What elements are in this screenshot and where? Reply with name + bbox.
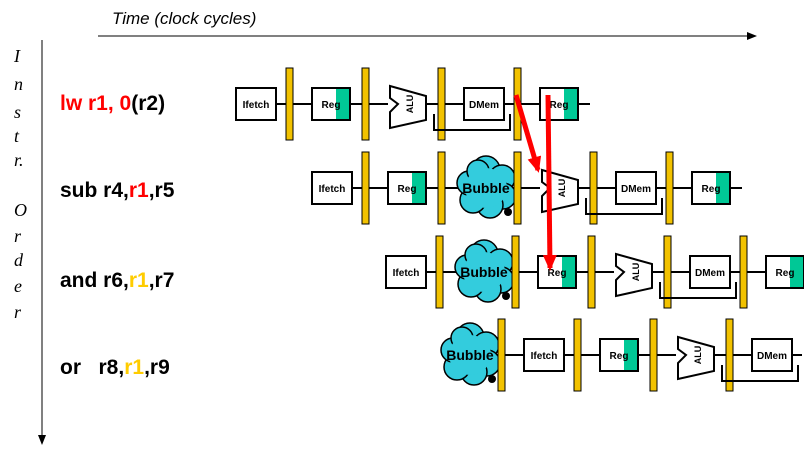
- ifetch-box: [523, 338, 565, 372]
- bubble-dot: [488, 375, 496, 383]
- register-write-half: [564, 88, 578, 120]
- register-write-half: [790, 256, 804, 288]
- instruction-or: or r8,r1,r9: [60, 356, 170, 379]
- alu-shape: [389, 84, 427, 130]
- instruction-part: ,r7: [149, 269, 175, 292]
- order-letter: O: [14, 200, 27, 220]
- ifetch-label: Ifetch: [319, 184, 346, 195]
- instruction-sub: sub r4,r1,r5: [60, 179, 175, 202]
- alu-label: ALU: [631, 263, 641, 282]
- pipeline-register: [361, 67, 370, 141]
- dmem-box: [751, 338, 793, 372]
- ifetch-label: Ifetch: [531, 351, 558, 362]
- bypass-wire: [721, 365, 799, 382]
- bypass-wire: [659, 282, 737, 299]
- pipeline-register: [437, 151, 446, 225]
- dmem-label: DMem: [469, 100, 499, 111]
- pipeline-register: [739, 235, 748, 309]
- instruction-part: ,r5: [149, 179, 175, 202]
- pipeline-register: [513, 151, 522, 225]
- pipeline-register: [587, 235, 596, 309]
- pipeline-register: [665, 151, 674, 225]
- alu-shape: [615, 252, 653, 298]
- forward-arrow-to-sub: [513, 94, 542, 173]
- pipeline-row-3: Ifetch Bubble Reg ALU DMem Reg: [385, 235, 804, 309]
- order-letter: r: [14, 302, 22, 322]
- instruction-part: ,r9: [144, 356, 170, 379]
- reg-label: Reg: [550, 100, 569, 111]
- pipeline-row-1: Ifetch Reg ALU DMem Reg: [235, 67, 590, 141]
- pipeline-register: [361, 151, 370, 225]
- order-letter: r.: [14, 150, 24, 170]
- instruction-part: 0: [120, 92, 132, 115]
- register-write-half: [412, 172, 426, 204]
- instruction-part: r1: [129, 269, 149, 292]
- reg-label: Reg: [776, 268, 795, 279]
- alu-shape: [677, 335, 715, 381]
- pipeline-register: [435, 235, 444, 309]
- order-letter: r: [14, 226, 22, 246]
- order-letter: s: [14, 102, 21, 122]
- bubble-fill: [465, 168, 507, 208]
- bubble-fill: [449, 335, 491, 375]
- forward-arrow-to-and: [542, 94, 557, 271]
- dmem-box: [689, 255, 731, 289]
- register-write-half: [624, 339, 638, 371]
- register-write-half: [562, 256, 576, 288]
- instruction-part: (r2): [131, 92, 165, 115]
- alu-label: ALU: [405, 95, 415, 114]
- pipeline-register: [285, 67, 294, 141]
- reg-label: Reg: [548, 268, 567, 279]
- forwarding-arrows: [513, 94, 557, 271]
- order-letter: d: [14, 250, 24, 270]
- bubble-dot: [502, 292, 510, 300]
- order-letter: I: [13, 46, 21, 66]
- instruction-part: and r6,: [60, 269, 129, 292]
- reg-label: Reg: [610, 351, 629, 362]
- alu-label: ALU: [693, 346, 703, 365]
- instruction-lw: lw r1, 0(r2): [60, 92, 165, 115]
- order-letter: t: [14, 126, 20, 146]
- order-letter: n: [14, 74, 23, 94]
- bubble-label: Bubble: [462, 180, 510, 196]
- pipeline-register: [649, 318, 658, 392]
- register-write-half: [336, 88, 350, 120]
- dmem-label: DMem: [695, 268, 725, 279]
- dmem-label: DMem: [621, 184, 651, 195]
- instruction-part: r1: [129, 179, 149, 202]
- bubble-dot: [504, 208, 512, 216]
- dmem-box: [615, 171, 657, 205]
- register-write-half: [716, 172, 730, 204]
- bypass-wire: [433, 114, 511, 131]
- ifetch-box: [311, 171, 353, 205]
- bubble-fill: [463, 252, 505, 292]
- instruction-part: r1: [124, 356, 144, 379]
- order-letter: e: [14, 276, 22, 296]
- pipeline-row-4: Bubble Ifetch Reg ALU DMem: [440, 318, 802, 392]
- instruction-part: lw r1,: [60, 92, 120, 115]
- reg-label: Reg: [322, 100, 341, 111]
- alu-label: ALU: [557, 179, 567, 198]
- bypass-wire: [585, 198, 663, 215]
- instruction-and: and r6,r1,r7: [60, 269, 174, 292]
- pipeline-register: [573, 318, 582, 392]
- reg-label: Reg: [702, 184, 721, 195]
- bubble-label: Bubble: [446, 347, 494, 363]
- ifetch-label: Ifetch: [243, 100, 270, 111]
- pipeline-register: [511, 235, 520, 309]
- register-file-box: [765, 255, 804, 289]
- dmem-label: DMem: [757, 351, 787, 362]
- pipeline-row-2: Ifetch Reg Bubble ALU DMem Reg: [311, 151, 742, 225]
- pipeline-register: [497, 318, 506, 392]
- instruction-part: sub r4,: [60, 179, 129, 202]
- reg-label: Reg: [398, 184, 417, 195]
- bubble-label: Bubble: [460, 264, 508, 280]
- ifetch-label: Ifetch: [393, 268, 420, 279]
- instruction-part: or r8,: [60, 356, 124, 379]
- time-axis-label: Time (clock cycles): [112, 9, 256, 28]
